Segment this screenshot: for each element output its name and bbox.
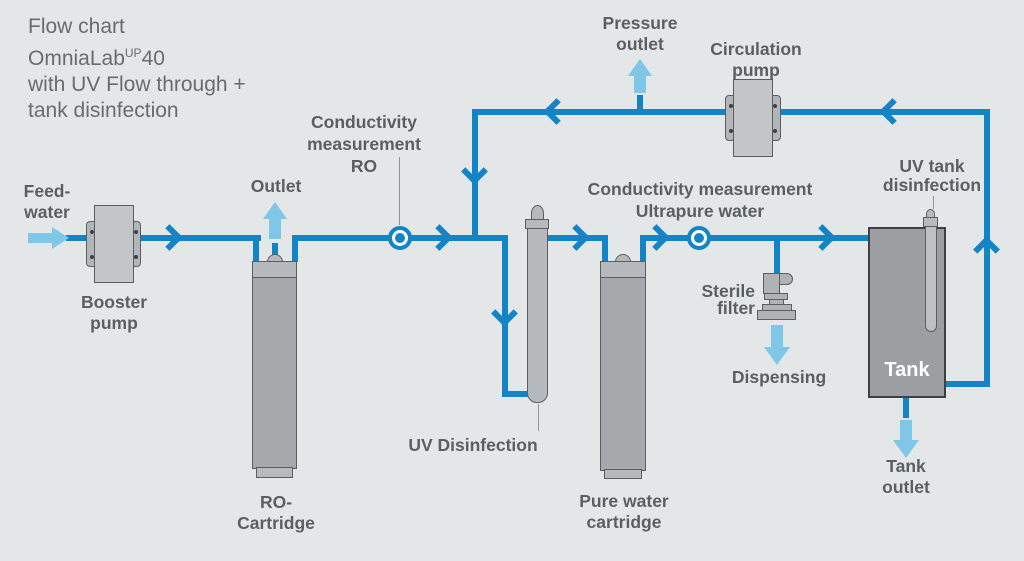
tank-outlet-stub (903, 396, 909, 418)
uv-tank-disinfection-label: UV tank disinfection (882, 156, 982, 195)
outlet-arrow-head (263, 202, 287, 219)
feed-water-label: Feed- water (23, 181, 71, 222)
bolt-icon (90, 230, 94, 234)
flow-line (640, 235, 868, 241)
leader-line (538, 404, 539, 431)
leader-line (399, 157, 400, 225)
booster-pump (94, 205, 134, 283)
uv-tank-disinfection-unit (925, 226, 937, 332)
flow-line (292, 238, 298, 262)
ro-cartridge (252, 276, 297, 469)
flow-arrow-down-icon (491, 300, 518, 327)
flow-line (602, 238, 608, 262)
ro-cartridge-label: RO- Cartridge (237, 492, 315, 533)
flow-line (502, 391, 534, 397)
bolt-icon (90, 255, 94, 259)
sterile-filter-body (763, 273, 780, 294)
title-line4: tank disinfection (28, 99, 179, 122)
outlet-label: Outlet (250, 176, 302, 196)
flow-line (66, 235, 96, 241)
flow-line (945, 381, 990, 387)
sterile-filter-label: Sterile filter (701, 281, 756, 318)
tank-outlet-arrow (900, 420, 912, 440)
flow-line (253, 238, 259, 262)
flow-line (774, 241, 780, 274)
flow-arrow-left-icon (879, 98, 906, 125)
uv-disinfection-unit (527, 228, 548, 403)
conductivity-sensor-ultrapure (687, 226, 711, 250)
flow-line (640, 238, 646, 262)
ro-cartridge-foot (256, 467, 293, 478)
ro-outlet-stub (272, 243, 278, 259)
bolt-icon (134, 255, 138, 259)
bolt-icon (773, 104, 777, 108)
flow-arrow-right-icon (809, 224, 836, 251)
pure-water-cartridge (600, 276, 646, 471)
pure-water-cartridge-foot (604, 469, 642, 479)
ro-cartridge-cap (252, 261, 297, 278)
outlet-arrow (269, 219, 281, 239)
leader-line (933, 196, 934, 209)
flow-line (546, 235, 608, 241)
dispensing-arrow (771, 325, 783, 347)
pressure-outlet-arrow (634, 76, 646, 93)
flow-arrow-down-icon (461, 158, 488, 185)
tank-outlet-arrow-head (893, 440, 919, 458)
feed-water-arrow-head (52, 227, 69, 249)
conductivity-sensor-ro (388, 226, 412, 250)
bolt-icon (729, 104, 733, 108)
circulation-pump-label: Circulation pump (710, 39, 802, 80)
flow-arrow-right-icon (156, 224, 183, 251)
conductivity-ultrapure-label: Conductivity measurement Ultrapure water (587, 179, 813, 221)
pressure-outlet-stub (637, 95, 643, 111)
flow-arrow-right-icon (643, 224, 670, 251)
flow-arrow-right-icon (563, 224, 590, 251)
title-line3: with UV Flow through + (28, 73, 246, 96)
flow-arrow-up-icon (973, 236, 1000, 263)
pure-water-cartridge-label: Pure water cartridge (579, 491, 669, 532)
bolt-icon (134, 230, 138, 234)
dispensing-arrow-head (764, 347, 790, 365)
tank-outlet-label: Tank outlet (882, 456, 930, 497)
flow-line (502, 238, 508, 397)
circulation-pump (733, 79, 773, 157)
sensor-dot-icon (694, 233, 704, 243)
tank-label: Tank (884, 359, 930, 381)
sterile-filter-base (757, 310, 796, 320)
title-line2: OmniaLabUP40 (28, 46, 165, 70)
flow-line (984, 109, 990, 387)
flow-arrow-right-icon (426, 224, 453, 251)
bolt-icon (729, 129, 733, 133)
flow-line (132, 235, 261, 241)
pressure-outlet-arrow-head (628, 59, 652, 76)
feed-water-arrow (28, 233, 52, 243)
sensor-dot-icon (395, 233, 405, 243)
pure-water-cartridge-cap (600, 261, 646, 278)
pressure-outlet-label: Pressure outlet (602, 13, 678, 54)
flow-arrow-left-icon (543, 98, 570, 125)
bolt-icon (773, 129, 777, 133)
title-line1: Flow chart (28, 15, 125, 38)
diagram-title: Flow chart OmniaLabUP40 with UV Flow thr… (28, 14, 246, 124)
conductivity-ro-label: Conductivity measurement RO (307, 112, 421, 176)
dispensing-label: Dispensing (731, 367, 827, 387)
booster-pump-label: Booster pump (80, 292, 148, 333)
uv-disinfection-label: UV Disinfection (408, 435, 538, 455)
flow-line (472, 109, 478, 241)
